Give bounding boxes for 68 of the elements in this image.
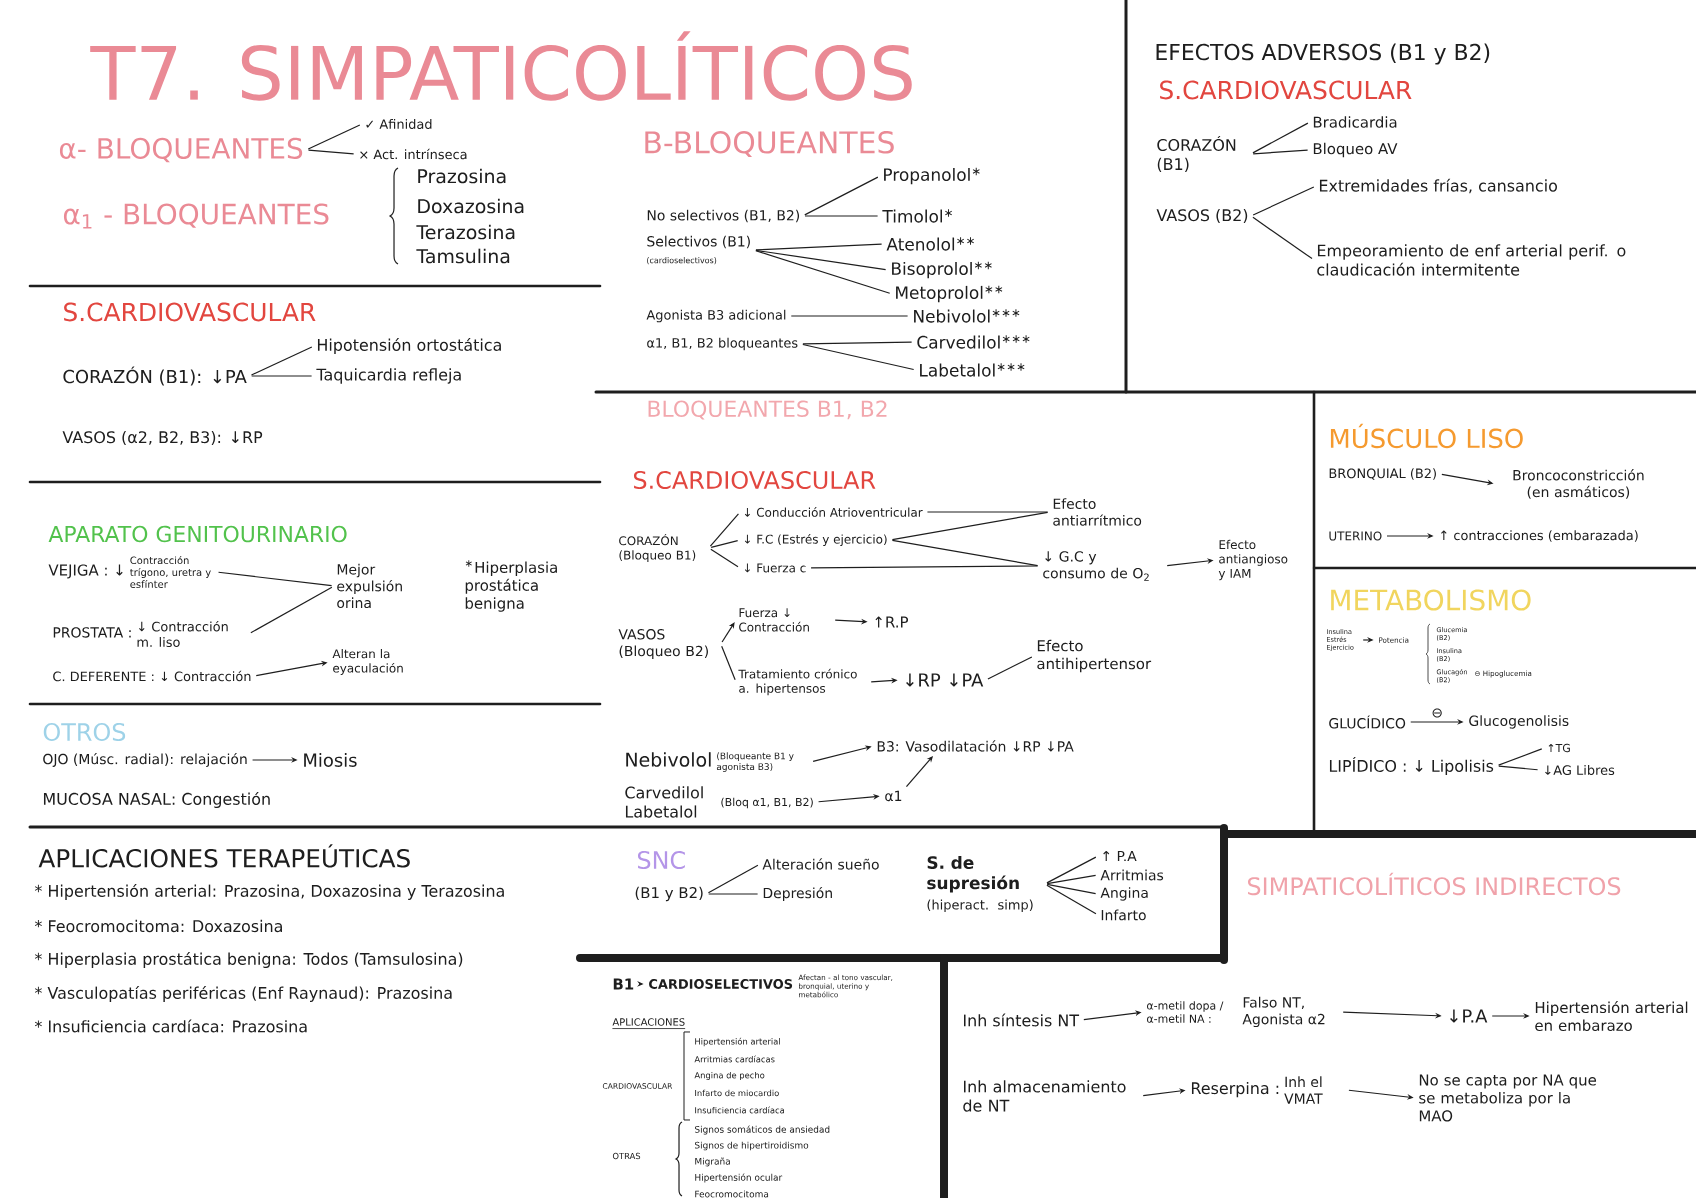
drug-name: Carvedilol$^{∗∗∗}$ [917,335,1030,349]
connector-line [926,511,1049,513]
connector-line [251,375,313,377]
connector-line [1046,874,1097,885]
drug-name: Bisoprolol$^{∗∗}$ [892,261,992,279]
connector-line [804,215,879,217]
drug-name: Tamsulina [416,248,510,264]
section-heading: APLICACIONES TERAPEÚTICAS [38,844,410,868]
connector-line [721,645,736,681]
title: T7. SIMPATICOLÍTICOS [90,31,912,101]
drug-name: Timolol$^{∗}$ [882,209,952,223]
connector-line [1046,884,1097,915]
drug-name: Atenolol$^{∗∗}$ [886,237,974,251]
connector-line [891,539,1039,567]
connector-line [1046,883,1097,895]
section-heading: APARATO GENITOURINARIO [48,525,347,543]
class-heading: α$_{1}$ - BLOQUEANTES [63,203,329,229]
connector-line [1252,186,1315,216]
connector-line [707,864,759,894]
connector-line [709,513,740,547]
section-heading: S.CARDIOVASCULAR [64,302,316,322]
connector-line [217,571,333,587]
connector-line [804,176,879,216]
effect-text: ↓RP ↓PA [906,673,984,687]
effect-text: Miosis [304,753,357,767]
connector-line [710,540,739,548]
section-heading: SNC [637,850,685,870]
connector-line [710,548,739,568]
connector-line [755,250,891,294]
drug-name: Terazosina [416,224,515,240]
connector-line [802,343,915,371]
connector-line [802,341,913,345]
connector-line [307,124,361,150]
section-heading: S.CARDIOVASCULAR [633,470,876,490]
arrow [721,622,735,643]
class-heading: α- BLOQUEANTES [59,137,303,163]
connector-line [755,243,883,251]
connector-line [891,511,1049,541]
connector-line [250,346,313,376]
connector-line [987,656,1033,680]
organ-text: CORAZÓN (B1): ↓PA [63,366,247,386]
connector-line [307,149,355,155]
drug-name: Prazosina [418,168,506,184]
effect-text: ↓P.A [1450,1009,1488,1023]
section-heading: METABOLISMO [1331,589,1531,611]
drug-name: Labetalol$^{∗∗∗}$ [920,363,1025,377]
connector-line [1252,216,1313,260]
section-heading: MÚSCULO LISO [1330,423,1523,449]
connector-line [810,565,1039,569]
connector-line [1252,122,1309,154]
connector-line [1252,149,1309,155]
section-heading: OTROS [43,722,126,742]
connector-line [790,315,909,317]
section-heading: EFECTOS ADVERSOS (B1 y B2) [1156,43,1490,65]
drug-name: Doxazosina [418,198,524,214]
class-heading: B-BLOQUEANTES [645,130,894,157]
connector-line [1498,748,1543,766]
drug-name: Propanolol$^{∗}$ [884,167,980,185]
drug-name: Nebivolol$^{∗∗∗}$ [914,309,1020,323]
section-heading: S.CARDIOVASCULAR [1160,80,1412,100]
connector-line [708,893,759,895]
section-heading: BLOQUEANTES B1, B2 [648,400,887,420]
connector-line [250,586,333,634]
connector-line [755,249,887,271]
section-heading: SIMPATICOLÍTICOS INDIRECTOS [1247,872,1621,896]
drug-name: Metoprolol$^{∗∗}$ [896,285,1003,303]
connector-line [1498,765,1539,771]
connector-line [1046,856,1097,884]
